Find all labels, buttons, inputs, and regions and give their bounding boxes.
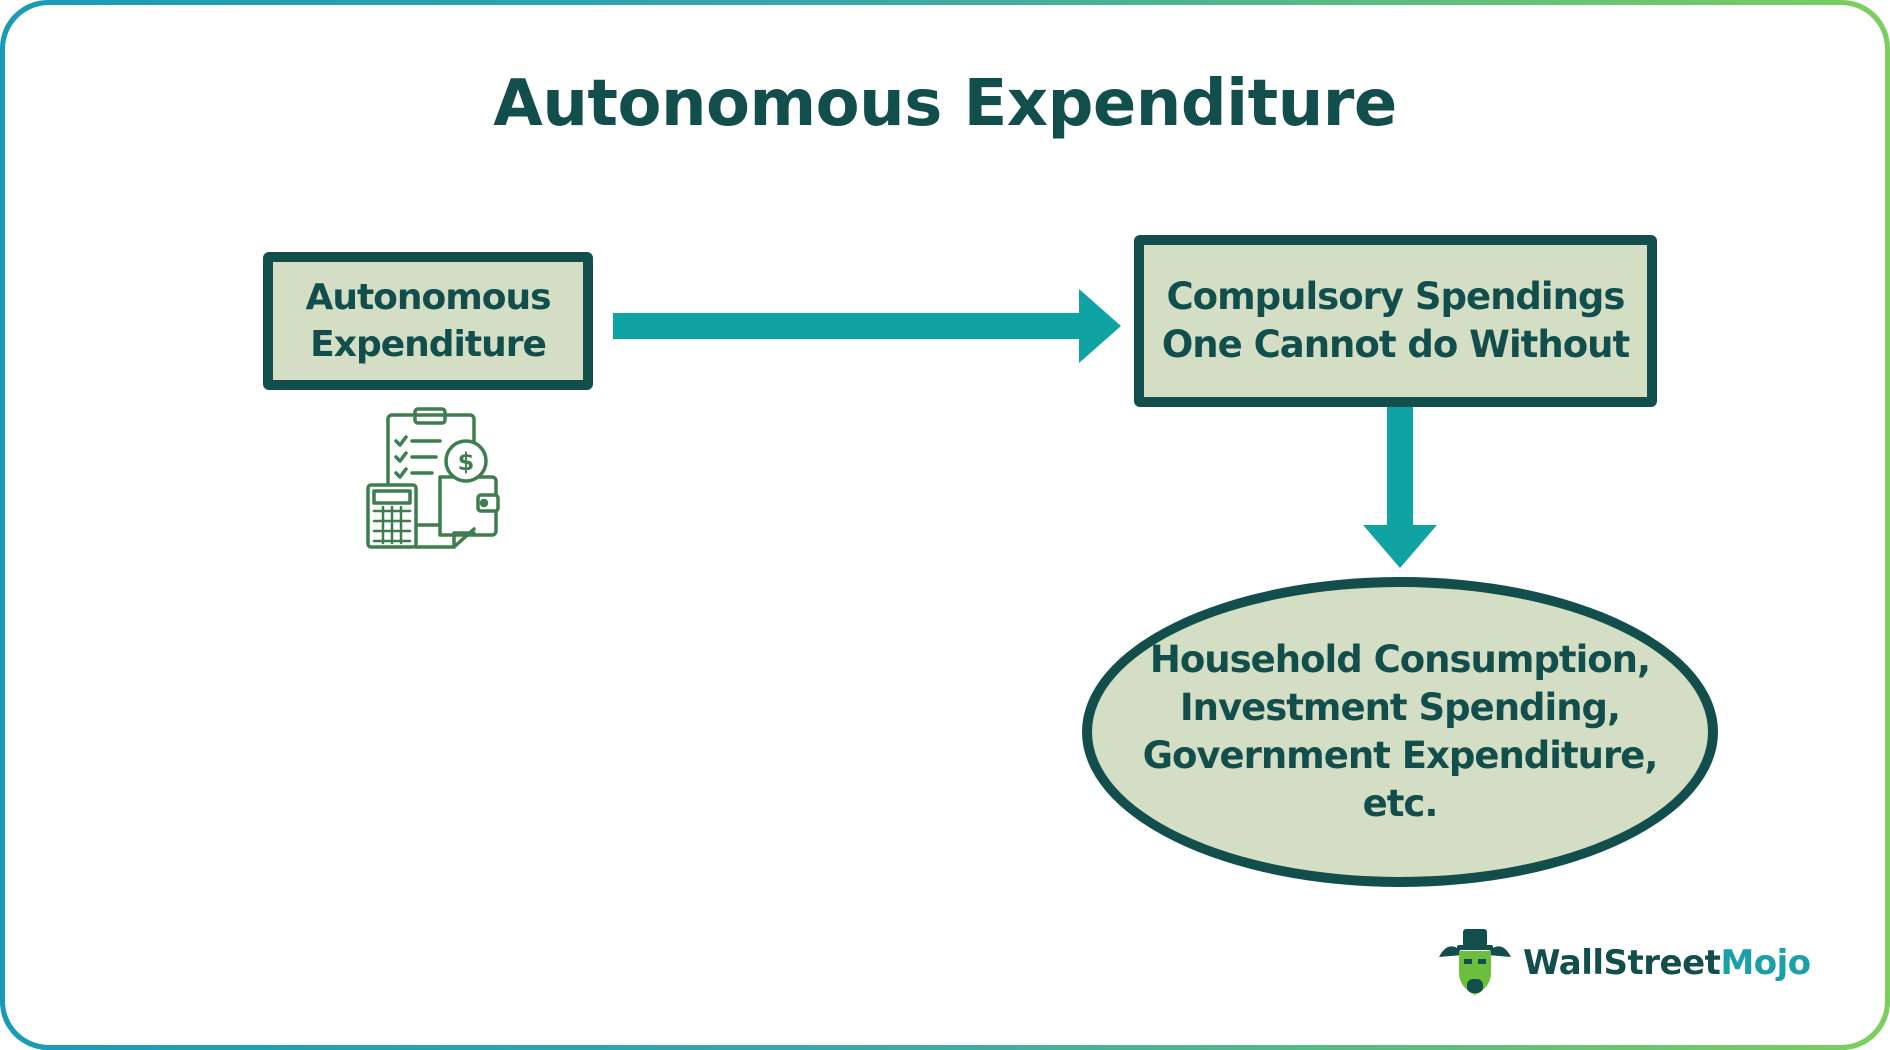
node-label-line: Investment Spending,: [1179, 686, 1621, 729]
node-label-line: Household Consumption,: [1149, 638, 1651, 681]
node-autonomous-expenditure: Autonomous Expenditure: [263, 252, 593, 390]
arrow-down: [1363, 407, 1437, 568]
svg-text:$: $: [458, 448, 475, 476]
connector-arrows: [613, 289, 1437, 568]
wallstreetmojo-logo: WallStreetMojo: [1433, 923, 1811, 1003]
logo-text-wallstreet: WallStreet: [1523, 943, 1721, 983]
budget-expense-icon: $: [366, 407, 500, 549]
node-label-line: One Cannot do Without: [1161, 323, 1630, 366]
logo-text-mojo: Mojo: [1720, 943, 1811, 983]
node-label-line: etc.: [1362, 782, 1439, 825]
page-title: Autonomous Expenditure: [493, 67, 1397, 141]
canvas: Autonomous Expenditure Autonomous Expend…: [5, 5, 1885, 1045]
node-label-line: Autonomous: [305, 277, 551, 318]
node-label-line: Government Expenditure,: [1142, 734, 1659, 777]
node-label-line: Compulsory Spendings: [1166, 275, 1626, 318]
node-spending-examples: Household Consumption, Investment Spendi…: [1082, 577, 1718, 887]
arrow-right: [613, 289, 1121, 363]
logo-wordmark: WallStreetMojo: [1523, 943, 1811, 983]
wallstreetmojo-bull-icon: [1439, 929, 1511, 995]
node-compulsory-spendings: Compulsory Spendings One Cannot do Witho…: [1134, 235, 1657, 407]
node-label-line: Expenditure: [310, 324, 547, 365]
